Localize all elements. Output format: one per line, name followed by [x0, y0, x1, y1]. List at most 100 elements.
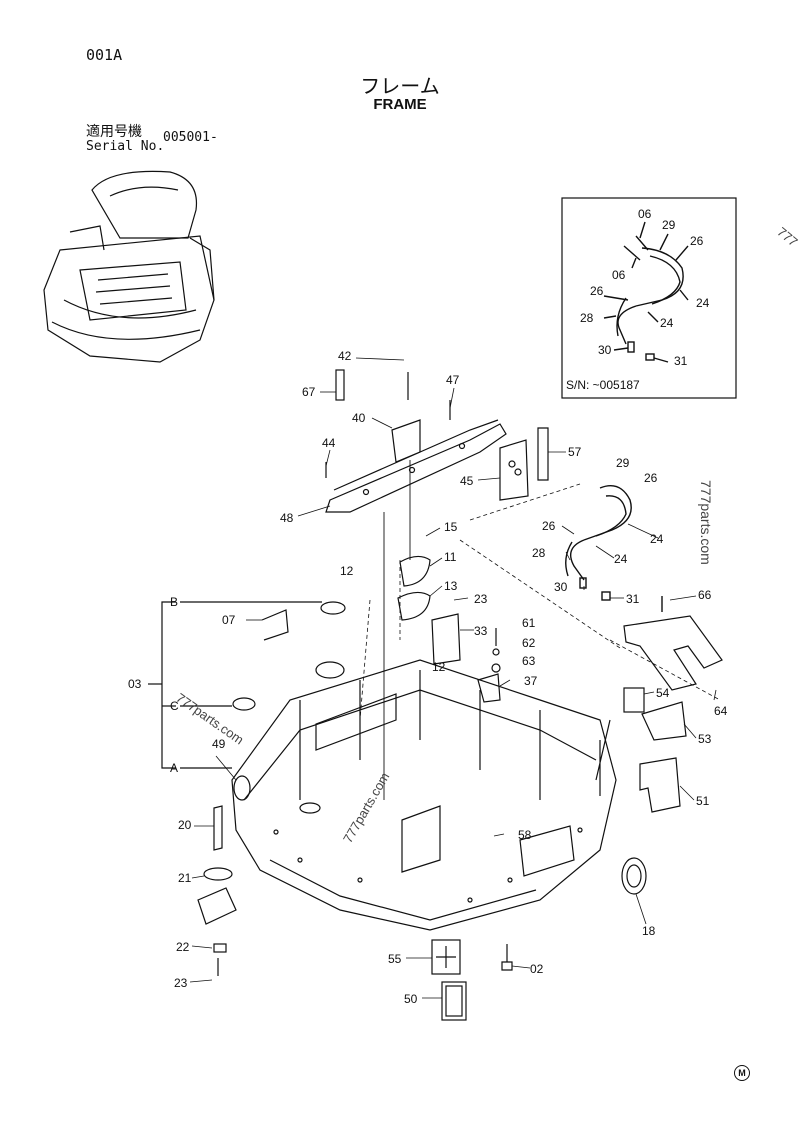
- cover-13: [397, 591, 431, 621]
- plate-22: [213, 943, 227, 953]
- inset-hose-assembly: [603, 221, 689, 363]
- callout-40: 40: [352, 411, 366, 425]
- seal-49: [233, 775, 251, 801]
- callout-66: 66: [698, 588, 712, 602]
- callout-22: 22: [176, 940, 190, 954]
- plate-45: [499, 439, 529, 501]
- callout-67: 67: [302, 385, 316, 399]
- callout-24-b: 24: [660, 316, 674, 330]
- callout-64: 64: [714, 704, 728, 718]
- bracket-48: [325, 369, 549, 513]
- callout-12-a: 12: [340, 564, 354, 578]
- callout-57: 57: [568, 445, 582, 459]
- callout-B: B: [170, 595, 179, 609]
- pin-20: [213, 805, 223, 851]
- callout-30-a: 30: [598, 343, 612, 357]
- callout-62: 62: [522, 636, 536, 650]
- callout-03: 03: [128, 677, 142, 691]
- ring-C: [232, 697, 256, 711]
- plate-64: [623, 615, 723, 691]
- callout-50: 50: [404, 992, 418, 1006]
- callout-leaders: [189, 357, 717, 999]
- inset-frame: [561, 197, 737, 399]
- main-frame: [231, 659, 617, 931]
- callout-11: 11: [444, 550, 457, 564]
- callout-30-b: 30: [554, 580, 568, 594]
- callout-47: 47: [446, 373, 460, 387]
- page-title-en: FRAME: [373, 96, 427, 113]
- callout-48: 48: [280, 511, 294, 525]
- callout-26-d: 26: [542, 519, 556, 533]
- serial-label-jp: 適用号機: [86, 124, 142, 140]
- serial-number: 005001-: [163, 130, 218, 145]
- callout-02: 02: [530, 962, 544, 976]
- callout-63: 63: [522, 654, 536, 668]
- callout-13: 13: [444, 579, 458, 593]
- callout-06-b: 06: [612, 268, 626, 282]
- link: [197, 887, 237, 925]
- inset-serial-label: S/N: ~005187: [566, 378, 640, 392]
- callout-28-b: 28: [532, 546, 546, 560]
- callout-26-b: 26: [590, 284, 604, 298]
- callout-54: 54: [656, 686, 670, 700]
- callout-42: 42: [338, 349, 352, 363]
- small-parts: [197, 555, 687, 1021]
- callout-61: 61: [522, 616, 536, 630]
- callout-12-b: 12: [432, 660, 446, 674]
- callout-44: 44: [322, 436, 336, 450]
- callout-20: 20: [178, 818, 192, 832]
- watermark-right: 777parts.com: [698, 480, 714, 565]
- callout-15: 15: [444, 520, 458, 534]
- hose-group: [565, 485, 663, 612]
- callout-24-a: 24: [696, 296, 710, 310]
- clip-07: [261, 609, 289, 641]
- callout-29-b: 29: [616, 456, 630, 470]
- group-bracket-03: [148, 601, 322, 769]
- excavator-thumbnail: [43, 170, 215, 363]
- manufacturer-mark: M: [734, 1065, 750, 1081]
- seal-18: [621, 857, 647, 895]
- callout-07: 07: [222, 613, 236, 627]
- ring-B: [320, 601, 346, 615]
- callout-26-c: 26: [644, 471, 658, 485]
- page-code: 001A: [86, 46, 123, 64]
- cover-55: [431, 939, 461, 975]
- callout-26-a: 26: [690, 234, 704, 248]
- callout-C: C: [170, 699, 179, 713]
- serial-label-en: Serial No.: [86, 139, 165, 154]
- callout-23-b: 23: [174, 976, 188, 990]
- bar-57: [537, 427, 549, 481]
- part-37: [477, 673, 501, 703]
- cover-50: [441, 981, 467, 1021]
- callout-29-a: 29: [662, 218, 676, 232]
- callout-51: 51: [696, 794, 710, 808]
- callout-49: 49: [212, 737, 226, 751]
- callout-53: 53: [698, 732, 712, 746]
- callout-31-a: 31: [674, 354, 688, 368]
- page-title-jp: フレーム: [360, 74, 440, 98]
- bar-67: [335, 369, 345, 401]
- leader-lines: [359, 483, 721, 721]
- plate-33: [431, 613, 461, 665]
- callout-55: 55: [388, 952, 402, 966]
- block-51: [639, 757, 681, 813]
- callout-58: 58: [518, 828, 532, 842]
- block-54: [623, 687, 645, 713]
- washer-21: [203, 867, 233, 881]
- callout-24-c: 24: [650, 532, 664, 546]
- callout-24-d: 24: [614, 552, 628, 566]
- callout-28-a: 28: [580, 311, 594, 325]
- callout-23-a: 23: [474, 592, 488, 606]
- block-53: [641, 701, 687, 741]
- callout-37: 37: [524, 674, 538, 688]
- callout-A: A: [170, 761, 179, 775]
- plate-40: [391, 419, 421, 463]
- callout-31-b: 31: [626, 592, 640, 606]
- callout-06-a: 06: [638, 207, 652, 221]
- callout-18: 18: [642, 924, 656, 938]
- callout-45: 45: [460, 474, 474, 488]
- callout-21: 21: [178, 871, 192, 885]
- callout-33: 33: [474, 624, 488, 638]
